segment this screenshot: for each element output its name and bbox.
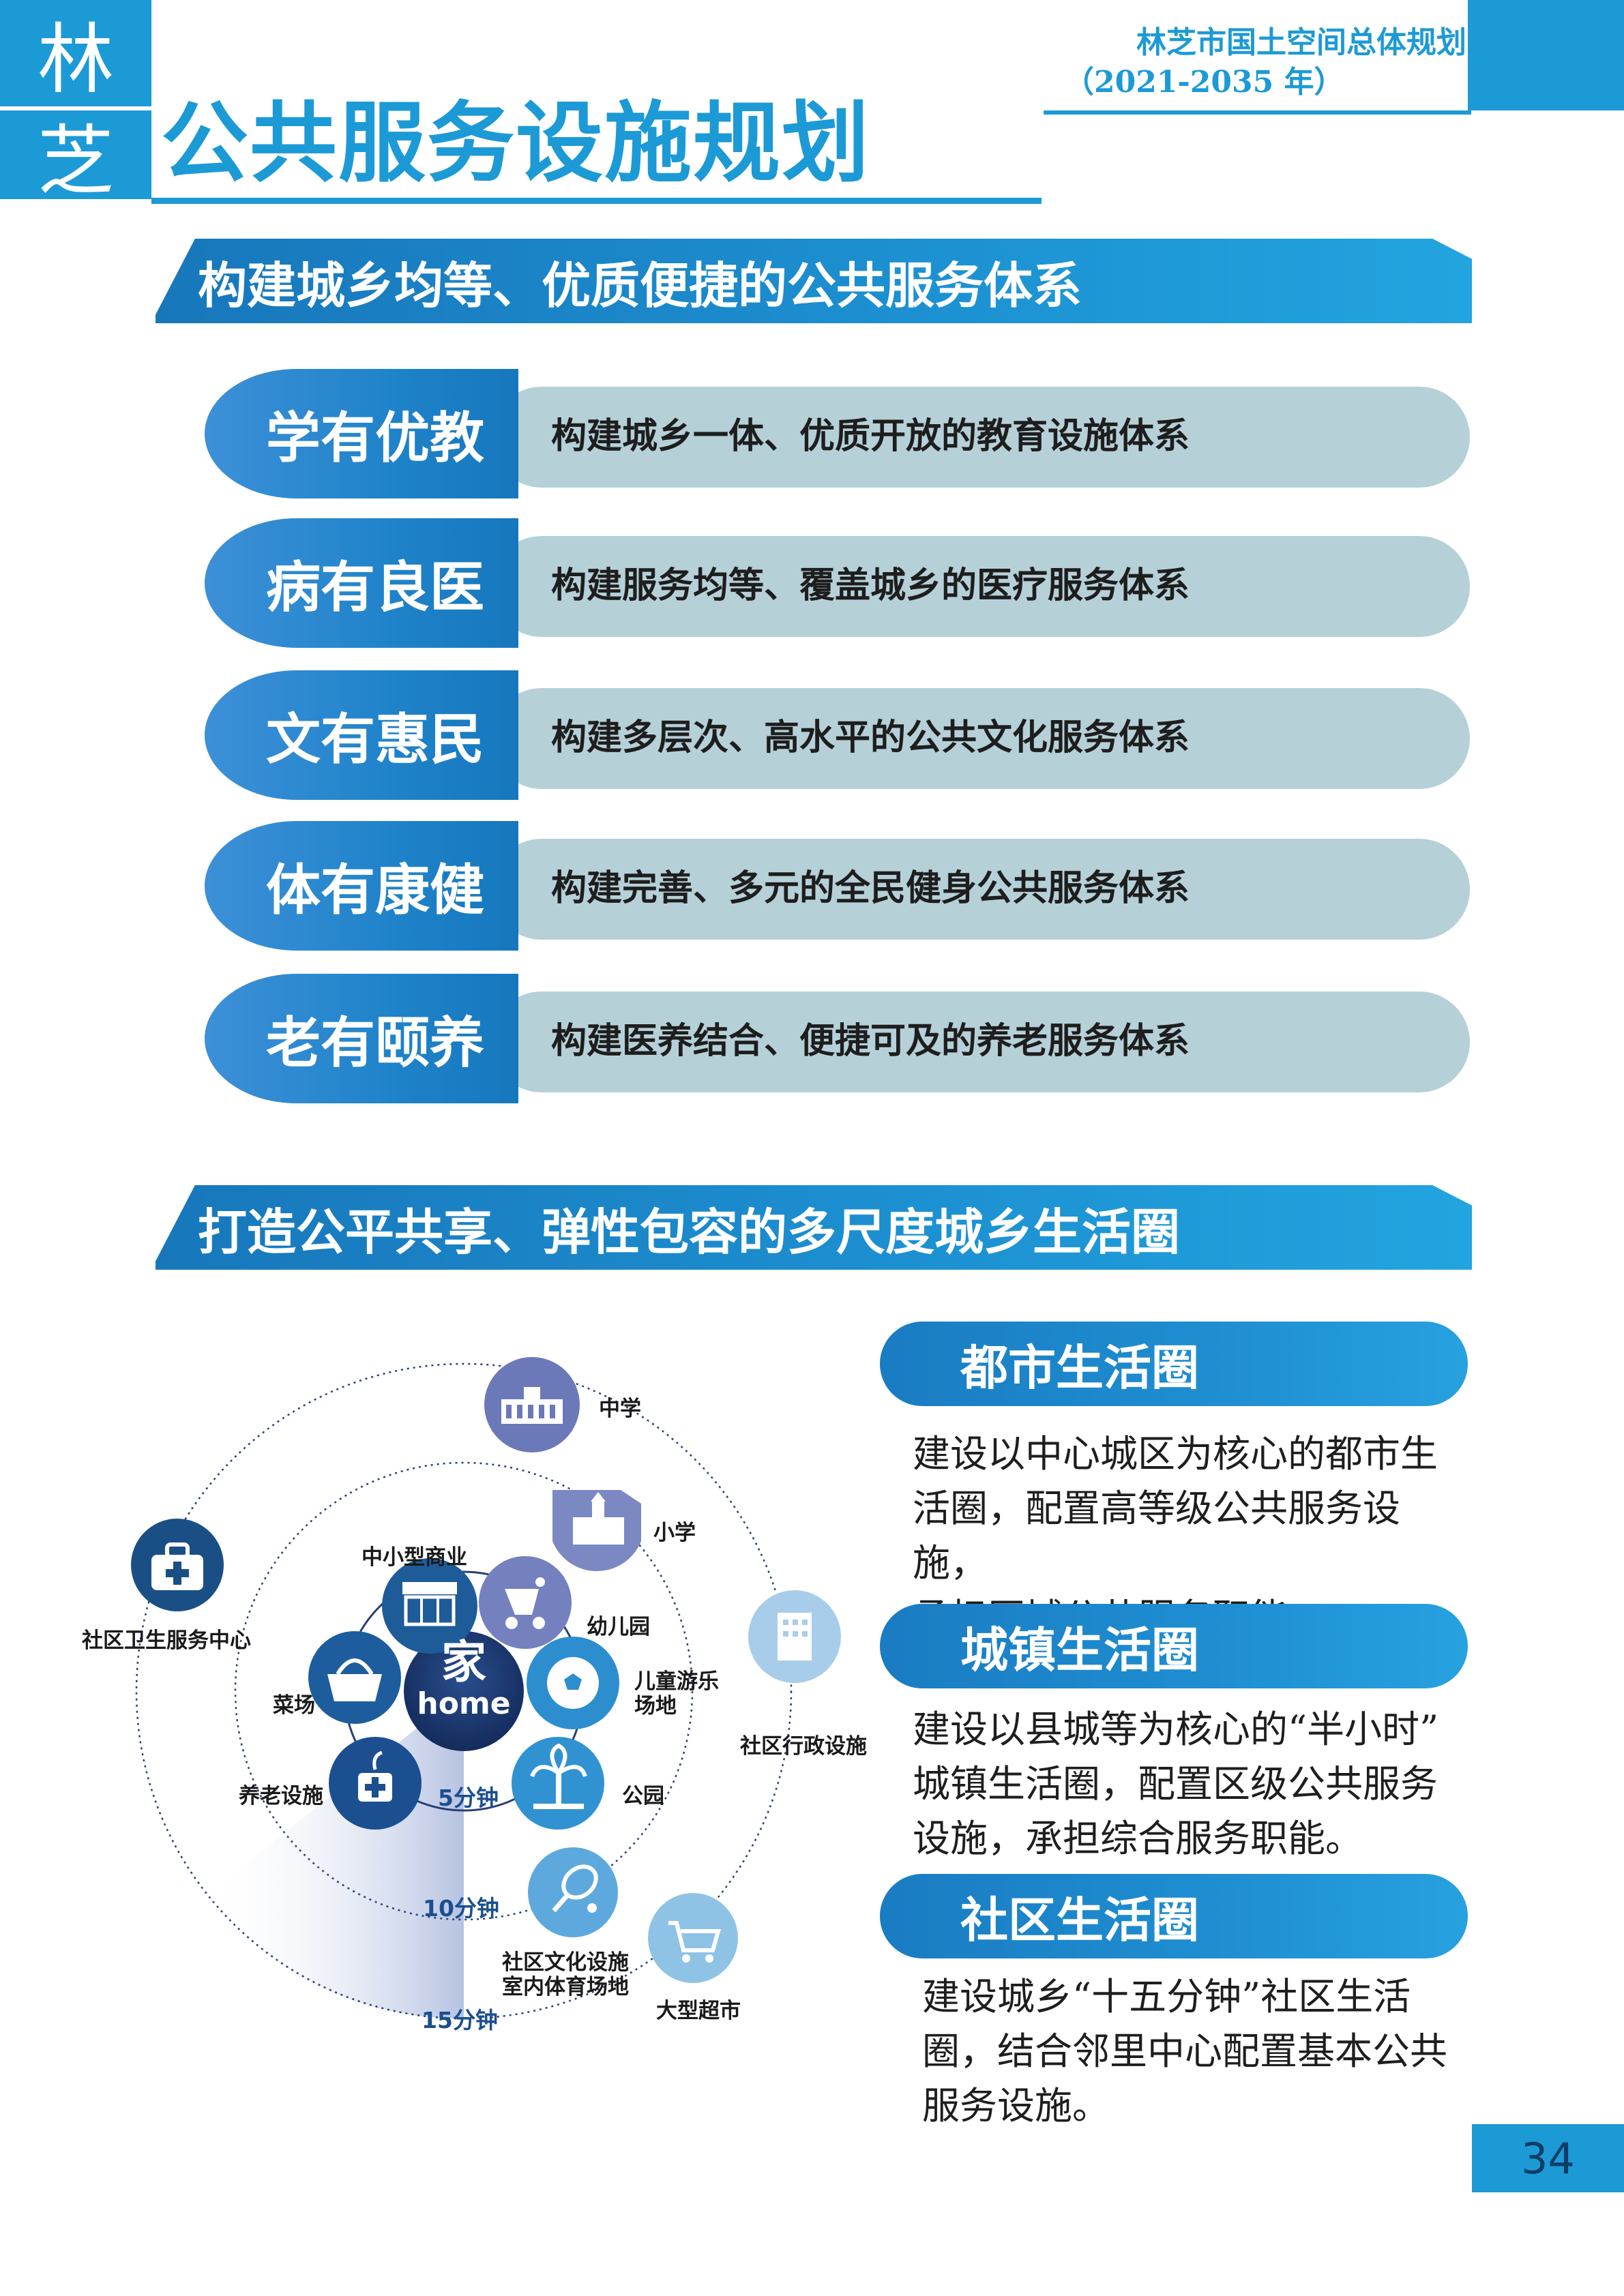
label-kindergarten: 幼儿园	[587, 1615, 650, 1639]
basket-icon	[308, 1631, 401, 1724]
label-culture-sports: 社区文化设施 室内体育场地	[502, 1950, 629, 1999]
desc-town-life-circle: 建设以县城等为核心的“半小时” 城镇生活圈，配置区级公共服务 设施，承担综合服务…	[913, 1708, 1439, 1860]
ring-label-10min: 10分钟	[423, 1895, 499, 1922]
corner-char-zhi: 芝	[0, 110, 151, 206]
diagram-canvas	[131, 1357, 841, 2020]
service-row-medical: 病有良医 构建服务均等、覆盖城乡的医疗服务体系	[164, 514, 1470, 648]
soccer-ball-icon	[527, 1637, 619, 1729]
label-health-center: 社区卫生服务中心	[82, 1628, 251, 1653]
ring-label-15min: 15分钟	[422, 2007, 498, 2033]
ring-15min	[135, 1362, 793, 2020]
label-elderly: 养老设施	[239, 1784, 323, 1808]
service-row-elderly: 老有颐养 构建医养结合、便捷可及的养老服务体系	[164, 970, 1470, 1103]
section-header-life-circles: 打造公平共享、弹性包容的多尺度城乡生活圈	[156, 1185, 1472, 1270]
service-row-education: 学有优教 构建城乡一体、优质开放的教育设施体系	[164, 365, 1470, 498]
ring-label-5min: 5分钟	[438, 1785, 499, 1811]
header-frame	[151, 0, 1471, 110]
home-label: 家 home	[404, 1637, 524, 1721]
label-commerce: 中小型商业	[361, 1545, 467, 1570]
label-market: 菜场	[273, 1693, 315, 1718]
service-text: 构建医养结合、便捷可及的养老服务体系	[551, 1020, 1190, 1062]
document-title-line2: （2021-2035 年）	[1064, 65, 1344, 100]
time-wedge	[205, 1691, 464, 2019]
school-building-icon	[484, 1357, 580, 1452]
shopping-cart-icon	[648, 1893, 738, 1983]
service-tab: 文有惠民	[205, 670, 518, 800]
service-text: 构建城乡一体、优质开放的教育设施体系	[551, 415, 1190, 457]
tennis-racket-icon	[528, 1847, 618, 1937]
shop-icon	[382, 1558, 477, 1654]
label-supermarket: 大型超市	[656, 1999, 741, 2023]
pill-community-life-circle: 社区生活圈	[880, 1874, 1468, 1958]
service-text: 构建完善、多元的全民健身公共服务体系	[551, 867, 1190, 909]
label-primary-school: 小学	[653, 1521, 696, 1545]
label-playground: 儿童游乐 场地	[634, 1669, 719, 1718]
title-underline	[151, 106, 1042, 204]
desc-community-life-circle: 建设城乡“十五分钟”社区生活 圈，结合邻里中心配置基本公共 服务设施。	[922, 1975, 1448, 2128]
elderly-care-icon	[329, 1737, 422, 1830]
service-row-culture: 文有惠民 构建多层次、高水平的公共文化服务体系	[164, 666, 1470, 800]
label-middle-school: 中学	[599, 1397, 641, 1421]
service-tab: 学有优教	[205, 369, 518, 498]
home-char: 家	[441, 1635, 486, 1688]
medical-kit-icon	[131, 1519, 224, 1611]
header-corner-block	[1470, 0, 1624, 110]
corner-char-lin: 林	[0, 0, 151, 106]
home-circle	[404, 1631, 524, 1751]
page-number: 34	[1472, 2124, 1624, 2192]
ring-10min	[234, 1461, 694, 1921]
document-title-line1: 林芝市国土空间总体规划	[1136, 25, 1466, 60]
home-word: home	[417, 1686, 511, 1721]
stroller-icon	[479, 1556, 572, 1649]
palm-tree-icon	[512, 1737, 604, 1830]
office-building-icon	[748, 1590, 841, 1683]
label-admin: 社区行政设施	[740, 1734, 867, 1759]
service-text: 构建服务均等、覆盖城乡的医疗服务体系	[551, 565, 1190, 606]
section-header-public-service-system: 构建城乡均等、优质便捷的公共服务体系	[156, 239, 1472, 323]
page-title: 公共服务设施规划	[161, 92, 871, 194]
document-title: 林芝市国土空间总体规划 （2021-2035 年）	[1044, 23, 1466, 102]
service-tab: 老有颐养	[205, 974, 518, 1103]
label-park: 公园	[622, 1784, 664, 1808]
service-tab: 病有良医	[205, 518, 518, 648]
life-circle-diagram: 家 home 5分钟 10分钟 15分钟 中学 小学 中小型商业 幼儿园 社区卫…	[82, 1337, 887, 2053]
header-rule	[1044, 110, 1471, 115]
pill-town-life-circle: 城镇生活圈	[880, 1604, 1468, 1688]
service-row-sports: 体有康健 构建完善、多元的全民健身公共服务体系	[164, 817, 1470, 951]
primary-school-icon	[552, 1490, 641, 1572]
pill-urban-life-circle: 都市生活圈	[880, 1322, 1468, 1406]
service-tab: 体有康健	[205, 821, 518, 951]
service-text: 构建多层次、高水平的公共文化服务体系	[551, 717, 1190, 758]
